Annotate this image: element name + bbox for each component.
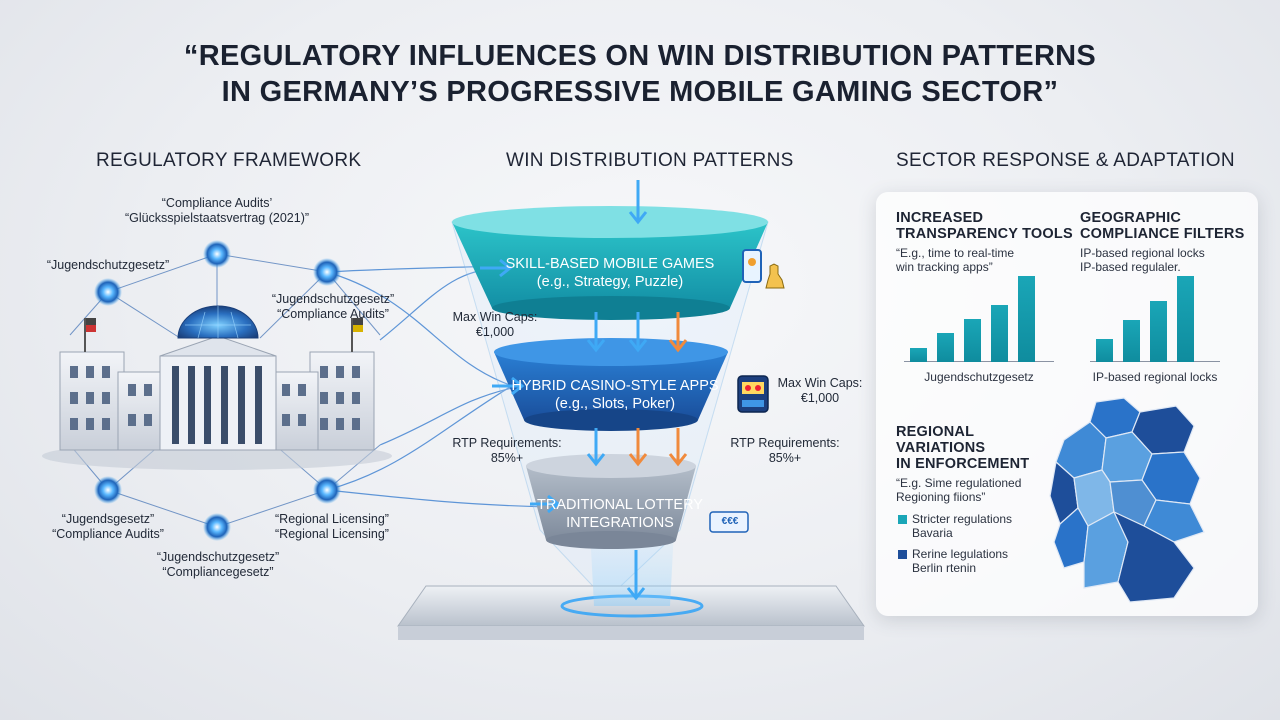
rtp-requirements-right: RTP Requirements: 85%+ xyxy=(730,436,840,465)
max-win-caps-left: Max Win Caps: €1,000 xyxy=(452,310,538,339)
node-label-bottom: “Jugendschutzgesetz” “Compliancegesetz” xyxy=(156,550,280,579)
node-label-top: “Compliance Audits’ “Glücksspielstaatsve… xyxy=(124,196,310,225)
arrow-right-icon xyxy=(492,376,525,396)
arrow-down-icon xyxy=(586,428,606,467)
column-heading-win-distribution: WIN DISTRIBUTION PATTERNS xyxy=(506,150,794,171)
compliance-filters-block: GEOGRAPHIC COMPLIANCE FILTERS IP-based r… xyxy=(1080,210,1245,274)
legend-stricter-swatch xyxy=(898,515,907,524)
arrow-down-icon xyxy=(668,428,688,467)
reichstag-building-illustration xyxy=(42,305,392,470)
arrow-right-icon xyxy=(530,494,561,514)
node-right-lower xyxy=(313,476,341,504)
tier-traditional-lottery: TRADITIONAL LOTTERY INTEGRATIONS xyxy=(537,497,703,531)
arrow-down-icon xyxy=(628,428,648,467)
arrow-down-icon xyxy=(628,312,648,353)
max-win-caps-right: Max Win Caps: €1,000 xyxy=(777,376,863,405)
page-title: “REGULATORY INFLUENCES ON WIN DISTRIBUTI… xyxy=(0,38,1280,110)
chart-bar xyxy=(937,333,954,362)
node-left-upper xyxy=(94,278,122,306)
node-bottom xyxy=(203,513,231,541)
rtp-requirements-left: RTP Requirements: 85%+ xyxy=(452,436,562,465)
legend-rerine-label: Rerine legulations Berlin rtenin xyxy=(912,547,1009,575)
win-distribution-funnel xyxy=(397,180,865,640)
tier-skill-based-games: SKILL-BASED MOBILE GAMES (e.g., Strategy… xyxy=(505,256,715,290)
arrow-down-icon xyxy=(586,312,606,353)
chart-bar xyxy=(1150,301,1167,362)
node-label-right-lower: “Regional Licensing” “Regional Licensing… xyxy=(275,512,389,541)
chart-bar xyxy=(910,348,927,362)
framework-nodes xyxy=(94,240,341,541)
chart-bar xyxy=(964,319,981,362)
compliance-bar-chart xyxy=(1090,270,1220,362)
arrow-down-icon xyxy=(626,550,646,601)
node-label-right-upper: “Jugendschutzgesetz” “Compliance Audits” xyxy=(271,292,395,321)
map-region-center-east xyxy=(1143,499,1205,543)
chart-bar xyxy=(1096,339,1113,362)
node-left-lower xyxy=(94,476,122,504)
arrow-right-icon xyxy=(480,258,513,278)
transparency-tools-block: INCREASED TRANSPARENCY TOOLS “E.g., time… xyxy=(896,210,1073,274)
chess-phone-icon xyxy=(742,249,785,289)
title-line-1: “REGULATORY INFLUENCES ON WIN DISTRIBUTI… xyxy=(183,40,1097,72)
column-heading-regulatory-framework: REGULATORY FRAMEWORK xyxy=(96,150,362,171)
arrow-down-icon xyxy=(628,180,648,225)
chart-bar xyxy=(1123,320,1140,362)
chart-xlabel-compliance: IP-based regional locks xyxy=(1092,370,1218,384)
column-heading-sector-response: SECTOR RESPONSE & ADAPTATION xyxy=(896,150,1235,171)
flow-arrows xyxy=(480,180,688,601)
regional-variations-block: REGIONAL VARIATIONS IN ENFORCEMENT “E.g.… xyxy=(896,424,1030,504)
map-region-south xyxy=(1112,510,1195,603)
chart-bar xyxy=(1018,276,1035,362)
node-label-left-lower: “Jugendsgesetz” “Compliance Audits” xyxy=(52,512,164,541)
chart-xlabel-transparency: Jugendschutzgesetz xyxy=(924,370,1034,384)
lottery-ticket-icon xyxy=(709,511,749,533)
ticket-text: €€€ xyxy=(721,516,739,527)
title-line-2: IN GERMANY’S PROGRESSIVE MOBILE GAMING S… xyxy=(221,76,1059,108)
node-right-upper xyxy=(313,258,341,286)
node-top xyxy=(203,240,231,268)
transparency-bar-chart xyxy=(904,270,1054,362)
chart-bar xyxy=(1177,276,1194,362)
legend-stricter-label: Stricter regulations Bavaria xyxy=(912,512,1013,540)
germany-regional-map xyxy=(1049,397,1205,603)
arrow-down-icon xyxy=(668,312,688,353)
tier-hybrid-casino-apps: HYBRID CASINO-STYLE APPS (e.g., Slots, P… xyxy=(511,378,719,412)
node-label-left-upper: “Jugendschutzgesetz” xyxy=(46,258,170,272)
chart-bar xyxy=(991,305,1008,362)
legend-rerine-swatch xyxy=(898,550,907,559)
slot-machine-icon xyxy=(737,375,769,413)
